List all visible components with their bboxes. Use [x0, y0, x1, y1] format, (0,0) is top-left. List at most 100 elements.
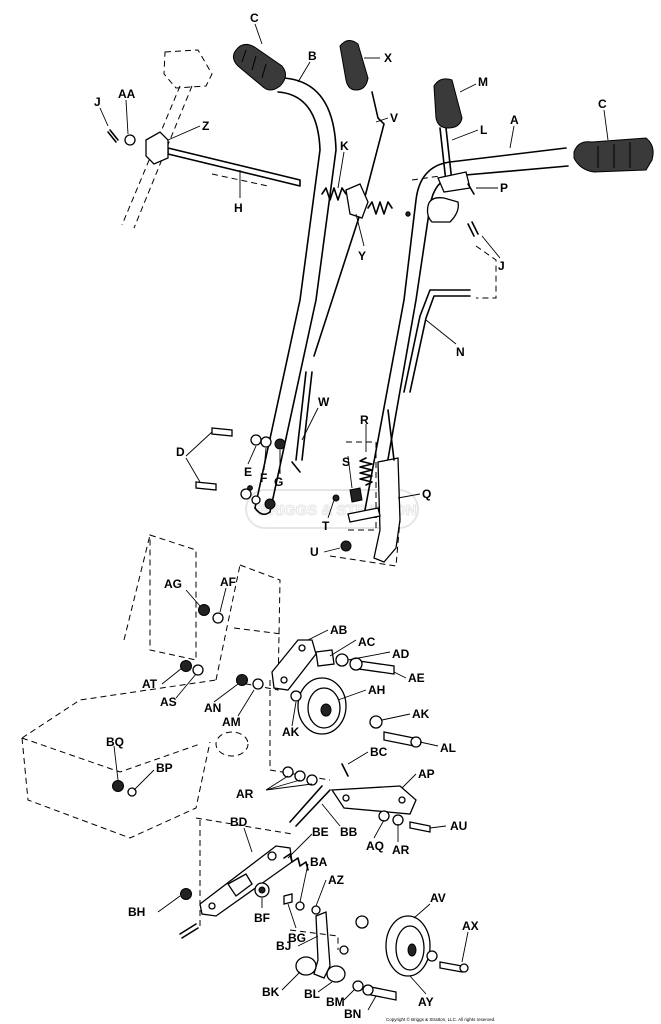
washer-ak-right	[369, 715, 383, 729]
label-az: AZ	[328, 873, 344, 887]
screw-t	[332, 494, 340, 502]
label-bq: BQ	[106, 735, 124, 749]
washer-af	[212, 612, 224, 624]
label-p: P	[500, 181, 508, 195]
bracket-ap	[330, 785, 417, 815]
label-be: BE	[312, 825, 329, 839]
label-d: D	[176, 445, 185, 459]
control-rod-v	[313, 91, 385, 357]
label-h: H	[234, 201, 243, 215]
label-bg: BG	[288, 931, 306, 945]
label-z: Z	[202, 119, 209, 133]
label-as: AS	[160, 695, 177, 709]
arm-bb	[289, 785, 331, 827]
pin-j-left	[107, 129, 119, 143]
washer-ba	[295, 901, 305, 911]
label-bn: BN	[344, 1007, 361, 1021]
bolt-ax	[439, 961, 469, 973]
label-aa: AA	[118, 87, 136, 101]
stud-bh	[179, 923, 199, 939]
spring-y	[367, 201, 393, 215]
label-au: AU	[450, 819, 467, 833]
left-handle-tube-b	[247, 77, 337, 516]
label-e: E	[244, 465, 252, 479]
label-a: A	[510, 113, 519, 127]
label-bf: BF	[254, 911, 270, 925]
label-ay: AY	[418, 995, 434, 1009]
label-q: Q	[422, 487, 431, 501]
label-at: AT	[142, 677, 158, 691]
label-u: U	[310, 545, 319, 559]
bolt-ae	[349, 657, 395, 675]
label-v: V	[390, 111, 398, 125]
washer-ar-right	[392, 814, 404, 826]
handle-assembly	[107, 40, 654, 567]
phantom-engine	[21, 534, 283, 839]
label-m: M	[478, 75, 488, 89]
label-bl: BL	[304, 987, 320, 1001]
control-bracket-q	[346, 409, 401, 563]
label-an: AN	[204, 701, 221, 715]
screw-bg	[283, 893, 293, 905]
label-j-right: J	[498, 259, 505, 273]
washer-ar-1	[282, 766, 294, 778]
stud-s	[349, 487, 363, 503]
grip-c-top	[232, 44, 286, 91]
washer-bm	[352, 980, 364, 992]
label-ak-right: AK	[412, 707, 430, 721]
spacer-bk	[295, 956, 317, 976]
label-bj: BJ	[276, 939, 291, 953]
label-ax: AX	[462, 919, 479, 933]
washer-ay	[355, 915, 369, 929]
nut-bh	[180, 888, 192, 900]
rod-n	[403, 289, 471, 393]
bolt-al	[383, 731, 422, 748]
label-bb: BB	[340, 825, 358, 839]
label-f: F	[260, 471, 267, 485]
lower-assembly	[21, 534, 469, 1001]
label-ad: AD	[392, 647, 410, 661]
bolt-bn	[362, 984, 397, 1001]
label-ag: AG	[164, 577, 182, 591]
copyright-text: Copyright © Briggs & Stratton, LLC. All …	[386, 1016, 495, 1022]
nut-ag	[198, 604, 210, 616]
nut-bj	[339, 945, 349, 955]
label-bk: BK	[262, 985, 280, 999]
label-j-left: J	[94, 95, 101, 109]
label-ae: AE	[408, 671, 425, 685]
washer-az	[311, 905, 321, 915]
idler-pulley-ah	[297, 677, 347, 735]
rod-h	[167, 147, 301, 187]
nut-u	[340, 540, 352, 552]
label-bd: BD	[230, 815, 248, 829]
label-g: G	[274, 475, 283, 489]
spring-k	[321, 187, 347, 201]
bushing-bl	[326, 965, 346, 983]
pin-j-right	[467, 221, 479, 237]
grip-x	[339, 40, 369, 91]
grip-c-right	[573, 137, 654, 173]
label-ar-right: AR	[392, 843, 410, 857]
washer-e	[250, 434, 262, 446]
nut-g	[264, 498, 276, 510]
leader-lines	[99, 23, 609, 1011]
label-bp: BP	[156, 761, 173, 775]
label-am: AM	[222, 715, 241, 729]
washer-ad	[335, 653, 349, 667]
drive-pulley-av	[385, 915, 431, 977]
label-s: S	[342, 455, 350, 469]
label-ac: AC	[358, 635, 376, 649]
label-x: X	[384, 51, 392, 65]
label-ap: AP	[418, 767, 435, 781]
label-af: AF	[220, 575, 236, 589]
washer-ak-left	[290, 690, 302, 702]
rod-w	[295, 371, 313, 461]
label-al: AL	[440, 741, 456, 755]
label-ab: AB	[330, 623, 348, 637]
label-av: AV	[430, 891, 446, 905]
label-ba: BA	[310, 855, 328, 869]
latch-block	[426, 171, 471, 223]
idler-arm-ab	[271, 639, 335, 691]
label-bm: BM	[326, 995, 345, 1009]
